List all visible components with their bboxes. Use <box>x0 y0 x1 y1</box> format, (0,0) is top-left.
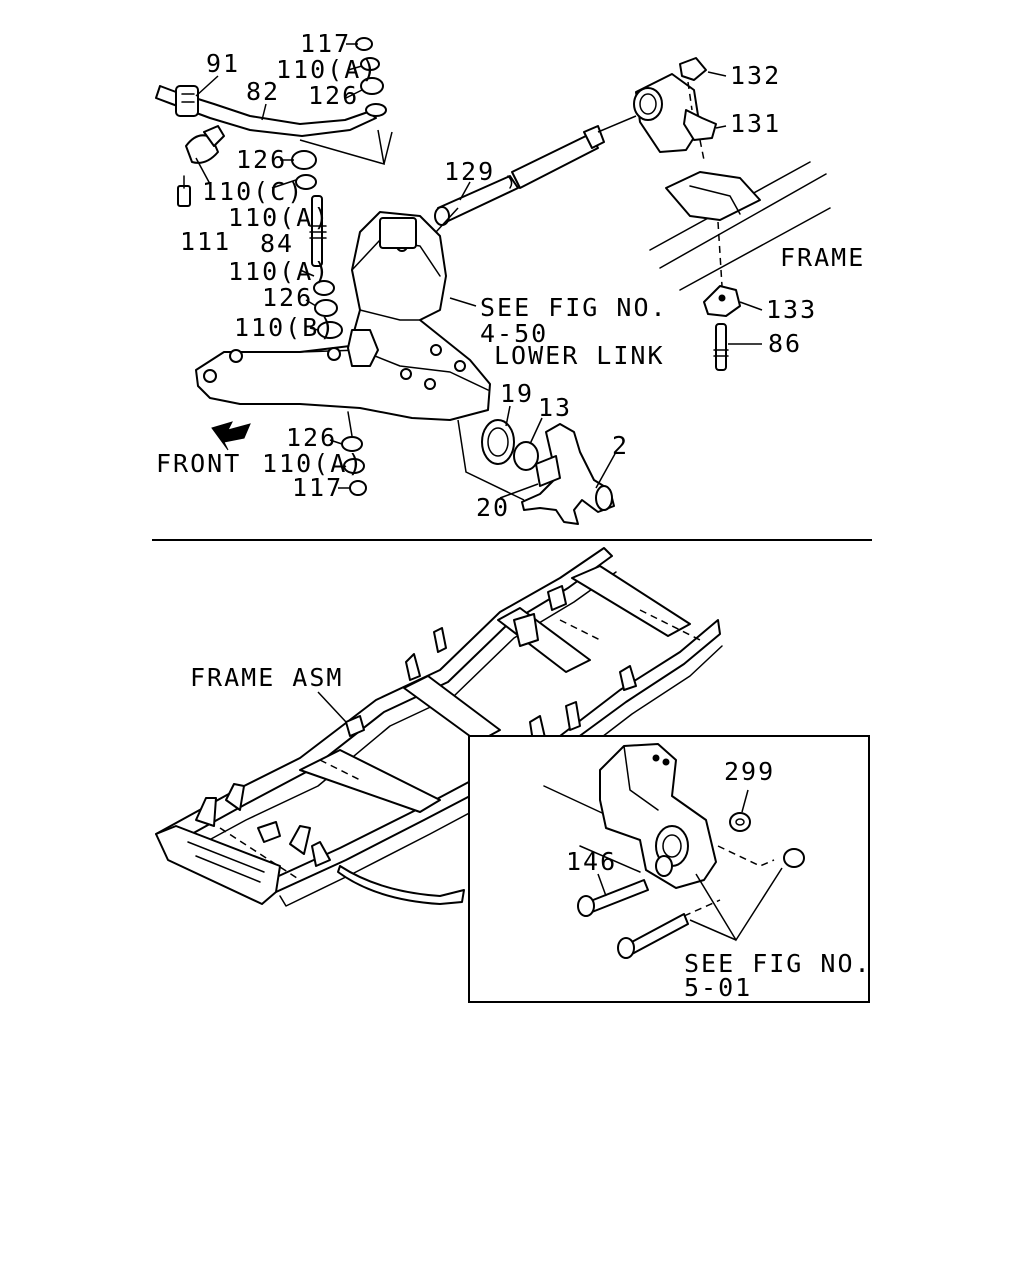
callout-110b: 110(B) <box>234 313 336 342</box>
frame-assembly <box>155 547 723 907</box>
anchor-arm <box>633 57 717 161</box>
callout-133: 133 <box>766 295 817 324</box>
lower-stack <box>341 411 367 496</box>
front-arrow <box>211 421 251 451</box>
detail-bracket <box>543 743 717 889</box>
link-stack <box>291 37 387 339</box>
crossmember <box>195 211 491 421</box>
callout-leaders <box>195 43 763 499</box>
callout-82: 82 <box>246 77 280 106</box>
callout-299: 299 <box>724 757 775 786</box>
callout-110a-3: 110(A) <box>228 257 330 286</box>
callout-20: 20 <box>476 493 510 522</box>
label-see-fig-501-1: SEE FIG NO. <box>684 949 872 978</box>
torsion-leader <box>435 207 459 233</box>
leader-299 <box>741 789 749 813</box>
callout-2: 2 <box>612 431 629 460</box>
callout-86: 86 <box>768 329 802 358</box>
callout-126-4: 126 <box>286 423 337 452</box>
callout-126-1: 126 <box>308 81 359 110</box>
callout-146: 146 <box>566 847 617 876</box>
callout-117-bottom: 117 <box>292 473 343 502</box>
detail-fasteners <box>577 812 805 959</box>
label-frame: FRAME <box>780 243 865 272</box>
callout-110a-4: 110(A) <box>262 449 364 478</box>
knuckle <box>457 419 615 525</box>
label-lower-link: LOWER LINK <box>494 341 665 370</box>
frame-asm-leader <box>317 691 347 723</box>
callout-19: 19 <box>500 379 534 408</box>
torsion-bar <box>434 115 637 226</box>
callout-110a-2: 110(A) <box>228 203 330 232</box>
label-front: FRONT <box>156 449 241 478</box>
label-frame-asm: FRAME ASM <box>190 663 343 692</box>
callout-111: 111 <box>180 227 231 256</box>
callout-132: 132 <box>730 61 781 90</box>
label-see-fig-450-2: 4-50 <box>480 319 548 348</box>
label-see-fig-501-2: 5-01 <box>684 973 752 1002</box>
callout-13: 13 <box>538 393 572 422</box>
callout-126-3: 126 <box>262 283 313 312</box>
callout-126-2: 126 <box>236 145 287 174</box>
height-adjuster <box>703 221 741 371</box>
frame-rail <box>649 161 831 291</box>
callout-91: 91 <box>206 49 240 78</box>
bolt-111 <box>177 175 191 207</box>
callout-110c: 110(C) <box>202 177 304 206</box>
callout-84: 84 <box>260 229 294 258</box>
callout-129: 129 <box>444 157 495 186</box>
callout-117-top: 117 <box>300 29 351 58</box>
stabilizer-bar <box>155 85 377 137</box>
link-leader <box>299 129 393 166</box>
callout-131: 131 <box>730 109 781 138</box>
label-see-fig-450-1: SEE FIG NO. <box>480 293 668 322</box>
callout-110a-1: 110(A) <box>276 55 378 84</box>
bushing-clamp <box>185 125 225 164</box>
leader-146 <box>597 873 607 897</box>
